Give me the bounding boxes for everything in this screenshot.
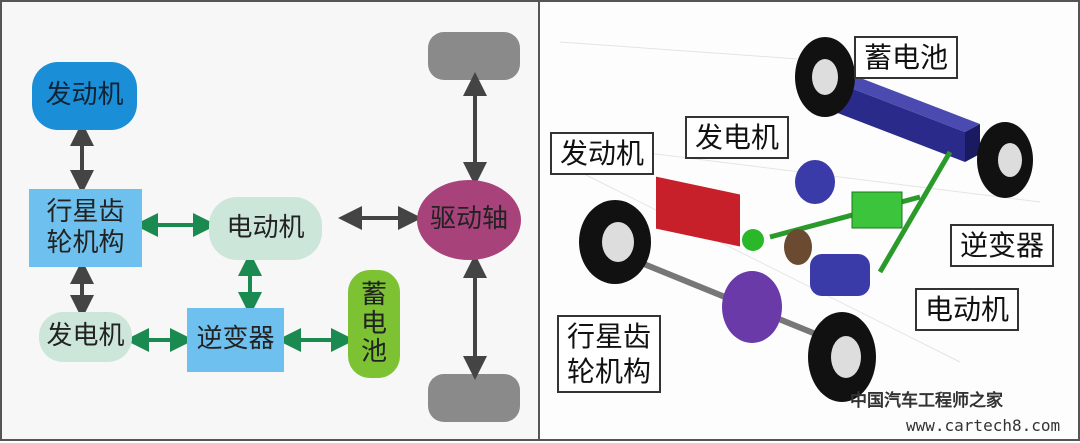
label-generator: 发电机	[685, 116, 790, 159]
watermark-url: www.cartech8.com	[906, 416, 1061, 435]
generator-node: 发电机	[39, 312, 132, 362]
label-engine: 发动机	[550, 132, 655, 175]
planetary-gear-line1: 行星齿	[567, 320, 652, 353]
motor-3d	[810, 254, 870, 296]
battery-3d	[835, 82, 965, 162]
battery-char: 电	[360, 308, 387, 339]
planetary-gear-line1: 行星齿	[46, 196, 125, 227]
label-planetary-gear: 行星齿 轮机构	[557, 315, 662, 393]
battery-node: 蓄 电 池	[348, 270, 400, 378]
gear-sphere	[742, 229, 764, 251]
engine-node: 发动机	[32, 62, 137, 130]
battery-char: 池	[360, 337, 387, 368]
wheels	[579, 37, 1033, 402]
inverter-3d	[851, 191, 903, 229]
motor-node: 电动机	[209, 197, 322, 260]
drive-shaft-node: 驱动轴	[417, 180, 521, 260]
generator-3d	[795, 160, 835, 204]
engine-3d	[656, 176, 740, 247]
powertrain-illustration	[559, 37, 1041, 402]
block-diagram-panel: 发动机 行星齿 轮机构 电动机 驱动轴 发电机 逆变器 蓄 电 池	[0, 0, 540, 441]
battery-char: 蓄	[360, 280, 387, 311]
label-battery: 蓄电池	[854, 36, 959, 79]
inverter-node: 逆变器	[187, 308, 284, 372]
label-inverter: 逆变器	[950, 224, 1055, 267]
diagram-arrows	[70, 32, 520, 422]
planetary-gear-3d	[722, 271, 782, 343]
label-motor: 电动机	[915, 288, 1020, 331]
planetary-gear-line2: 轮机构	[567, 355, 652, 388]
wheel-top	[428, 32, 520, 80]
illustration-panel: 蓄电池 发电机 发动机 逆变器 电动机 行星齿 轮机构 中国汽车工程师之家 ww…	[538, 0, 1080, 441]
wheel-bottom	[428, 374, 520, 422]
watermark-title: 中国汽车工程师之家	[850, 391, 1003, 411]
planetary-gear-line2: 轮机构	[46, 228, 125, 258]
planetary-gear-node: 行星齿 轮机构	[29, 189, 142, 267]
